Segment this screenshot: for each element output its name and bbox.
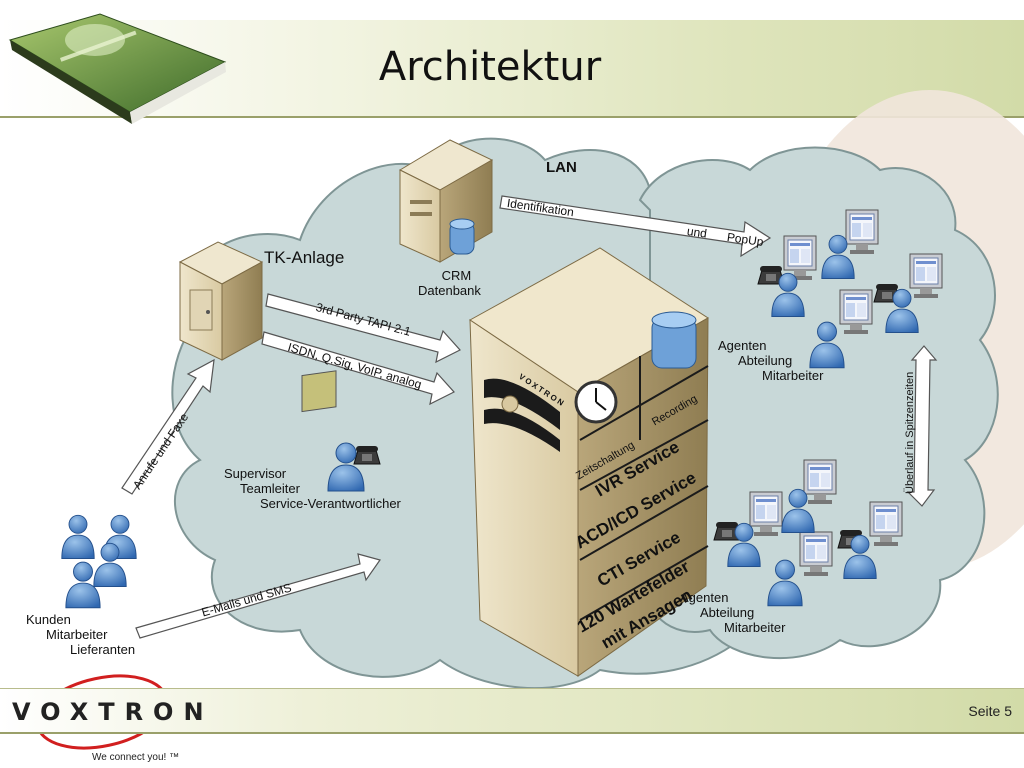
arrow-identifikation bbox=[499, 195, 772, 258]
arrow-ueberlauf bbox=[906, 345, 938, 507]
main-server bbox=[469, 247, 709, 677]
agents-bottom-line2: Abteilung bbox=[700, 605, 755, 620]
arrow-isdn bbox=[261, 331, 455, 406]
footer-band bbox=[0, 688, 1024, 733]
tk-anlage-server-icon bbox=[178, 241, 264, 361]
arrows bbox=[121, 195, 938, 639]
arrow-ueberlauf-label: Überlauf in Spitzenzeiten bbox=[904, 371, 916, 494]
agents-top-line1: Agenten bbox=[718, 338, 767, 353]
agents-top-line2: Abteilung bbox=[738, 353, 793, 368]
customers-group-icon bbox=[61, 514, 137, 609]
agents-bottom-label: Agenten Abteilung Mitarbeiter bbox=[680, 590, 785, 635]
slide-title: Architektur bbox=[378, 44, 602, 90]
kunden-line2: Mitarbeiter bbox=[46, 627, 108, 642]
arrow-email bbox=[135, 553, 381, 639]
tagline: We connect you! ™ bbox=[92, 752, 180, 763]
arrow-anrufe bbox=[121, 358, 215, 495]
arrow-und-label: und bbox=[686, 224, 708, 241]
agents-bottom-line1: Agenten bbox=[680, 590, 729, 605]
footer-rule bbox=[0, 732, 1024, 734]
agents-top-line3: Mitarbeiter bbox=[762, 368, 824, 383]
supervisor-line1: Supervisor bbox=[224, 466, 287, 481]
crm-server-icon bbox=[398, 139, 494, 263]
product-book-image bbox=[8, 13, 227, 124]
voxtron-logo-text: VOXTRON bbox=[12, 698, 214, 726]
crm-label-line1: CRM bbox=[441, 268, 472, 283]
crm-label: CRM Datenbank bbox=[418, 268, 481, 298]
supervisor-line3: Service-Verantwortlicher bbox=[260, 496, 401, 511]
page-number: Seite 5 bbox=[968, 703, 1012, 719]
tk-anlage-label: TK-Anlage bbox=[264, 248, 345, 267]
lan-label: LAN bbox=[546, 159, 577, 176]
supervisor-workstation-icon bbox=[301, 370, 381, 492]
supervisor-line2: Teamleiter bbox=[240, 481, 300, 496]
supervisor-label: Supervisor Teamleiter Service-Verantwort… bbox=[224, 466, 401, 511]
kunden-line3: Lieferanten bbox=[70, 642, 136, 657]
kunden-line1: Kunden bbox=[26, 612, 71, 627]
header-rule bbox=[0, 116, 1024, 118]
arrow-tapi bbox=[265, 293, 461, 364]
crm-label-line2: Datenbank bbox=[418, 283, 481, 298]
agents-top-label: Agenten Abteilung Mitarbeiter bbox=[718, 338, 823, 383]
agents-bottom-line3: Mitarbeiter bbox=[724, 620, 786, 635]
kunden-label: Kunden Mitarbeiter Lieferanten bbox=[26, 612, 135, 657]
